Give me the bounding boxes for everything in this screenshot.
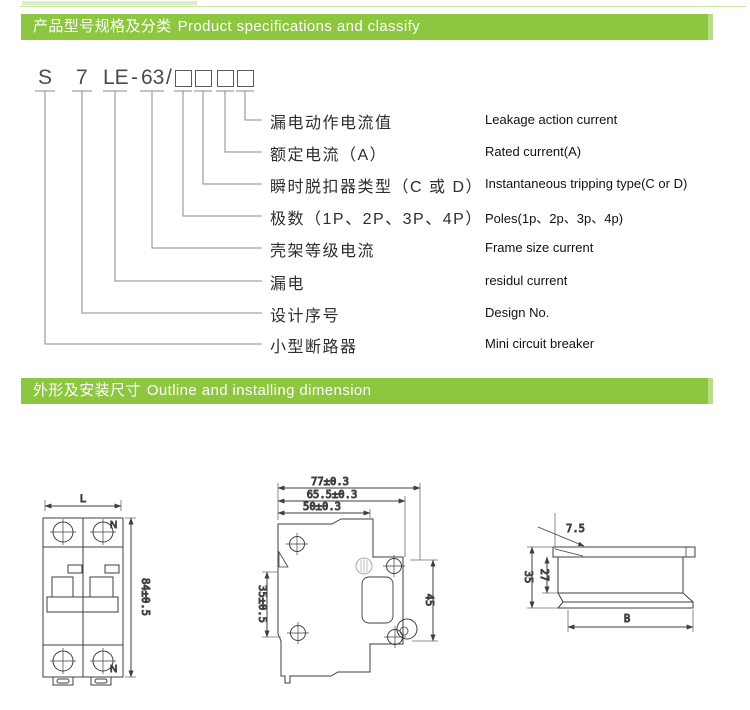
model-placeholder-box-3 — [217, 70, 234, 87]
dim-label-45: 45 — [423, 594, 435, 607]
section-header-en: Outline and installing dimension — [146, 382, 372, 399]
top-ext-lines-bottom — [567, 610, 694, 632]
legend-cn-tripping-type: 瞬时脱扣器类型（C 或 D） — [270, 179, 484, 196]
screw-cross-lines — [286, 533, 406, 648]
front-section-lines — [43, 546, 123, 646]
front-terminal-screws — [50, 519, 116, 674]
front-window-right — [104, 564, 120, 574]
top-plate-details — [554, 547, 687, 557]
page-top-rule — [20, 6, 746, 7]
connector-poles — [182, 91, 262, 217]
connector-residual — [114, 91, 262, 282]
side-din-notch — [278, 550, 289, 568]
dim-label-84: 84±0.5 — [139, 578, 151, 616]
legend-cn-residual: 漏电 — [270, 276, 306, 293]
legend-cn-rated-current: 额定电流（A） — [270, 147, 388, 164]
rivet-hatch — [360, 559, 368, 573]
section-header-cn: 产品型号规格及分类 — [33, 18, 172, 35]
front-bottom-clamps — [52, 676, 112, 686]
side-view-drawing: 77±0.3 65.5±0.3 50±0.3 — [256, 476, 438, 684]
legend-en-rated-current: Rated current(A) — [485, 144, 582, 159]
legend-cn-leakage-current: 漏电动作电流值 — [270, 115, 393, 132]
dim-label-35: 35 — [522, 571, 534, 584]
connector-rated-current — [224, 91, 262, 153]
header-bar-end-cap — [708, 378, 713, 404]
dim-label-7-5: 7.5 — [566, 523, 585, 535]
front-handle-right — [89, 576, 114, 598]
rivet-circle — [355, 557, 373, 575]
dim-label-L: L — [80, 493, 86, 505]
hook-outer — [396, 618, 418, 640]
front-handle-bar — [46, 596, 119, 613]
connector-mini-breaker — [44, 91, 262, 345]
legend-cn-frame-current: 壳架等级电流 — [270, 243, 376, 260]
model-code-segment-leakage: LE — [103, 66, 129, 89]
section-header-en: Product specifications and classify — [177, 18, 421, 35]
connector-frame-current — [151, 91, 262, 249]
model-code-segment-slash: / — [166, 66, 172, 89]
dim-label-27: 27 — [538, 569, 550, 582]
model-placeholder-box-1 — [175, 70, 192, 87]
screw-cross-lines — [50, 519, 116, 674]
clamp-slot — [94, 678, 108, 684]
top-body-outline — [557, 556, 684, 594]
model-placeholder-box-4 — [237, 70, 254, 87]
dim-label-50: 50±0.3 — [303, 501, 341, 513]
neutral-label-bottom: N — [110, 664, 117, 675]
clamp-slot — [56, 678, 70, 684]
hook-inner — [399, 626, 409, 636]
clamp — [52, 676, 74, 686]
connector-leakage-current — [244, 91, 262, 121]
legend-en-leakage-current: Leakage action current — [485, 112, 618, 127]
model-code-segment-design: 7 — [76, 66, 88, 89]
neutral-label-top: N — [110, 520, 117, 531]
legend-en-design-no: Design No. — [485, 305, 550, 320]
dim-label-35-05: 35±0.5 — [256, 585, 268, 623]
connector-tripping-type — [202, 91, 262, 185]
top-view-drawing: 7.5 35 27 B — [522, 513, 696, 632]
model-code-segment-dash: - — [131, 66, 138, 89]
front-handle-left — [51, 576, 74, 598]
front-window-left — [67, 564, 83, 574]
section-header-outline-dimension: 外形及安装尺寸 Outline and installing dimension — [21, 378, 713, 404]
front-view-drawing: L 84±0.5 N N — [42, 493, 152, 686]
dim-label-65: 65.5±0.3 — [307, 489, 358, 501]
side-release-hook — [396, 618, 418, 640]
model-code-segment-frame: 63 — [141, 66, 165, 89]
top-base-flange — [556, 601, 694, 609]
side-rivet-hatched — [355, 557, 373, 575]
dim-label-B: B — [624, 613, 630, 625]
legend-en-mini-breaker: Mini circuit breaker — [485, 336, 595, 351]
legend-cn-poles: 极数（1P、2P、3P、4P） — [270, 211, 483, 228]
side-ext-lines-vertical-dims — [262, 559, 438, 642]
section-header-cn: 外形及安装尺寸 — [33, 382, 141, 399]
legend-en-residual: residul current — [485, 273, 568, 288]
side-mounting-screws — [286, 533, 406, 648]
section-header-product-spec: 产品型号规格及分类 Product specifications and clas… — [21, 14, 713, 40]
model-placeholder-box-2 — [195, 70, 212, 87]
top-plate-outline — [552, 546, 696, 558]
header-bar-end-cap — [708, 14, 713, 40]
connector-diagram — [35, 90, 262, 345]
legend-en-frame-current: Frame size current — [485, 240, 594, 255]
legend-en-poles: Poles(1p、2p、3p、4p) — [485, 211, 624, 226]
side-rail-window — [361, 576, 394, 624]
legend-cn-mini-breaker: 小型断路器 — [270, 339, 358, 356]
top-flare-lines — [557, 592, 694, 603]
connector-design-no — [81, 91, 262, 314]
model-code-segment-series: S — [38, 66, 53, 89]
clamp — [90, 676, 112, 686]
page-top-watermark — [22, 1, 197, 5]
dim-label-77: 77±0.3 — [311, 476, 349, 488]
legend-cn-design-no: 设计序号 — [270, 308, 341, 325]
legend-en-tripping-type: Instantaneous tripping type(C or D) — [485, 176, 688, 191]
side-body-outline — [277, 518, 404, 684]
top-leader-overhang — [537, 526, 585, 547]
